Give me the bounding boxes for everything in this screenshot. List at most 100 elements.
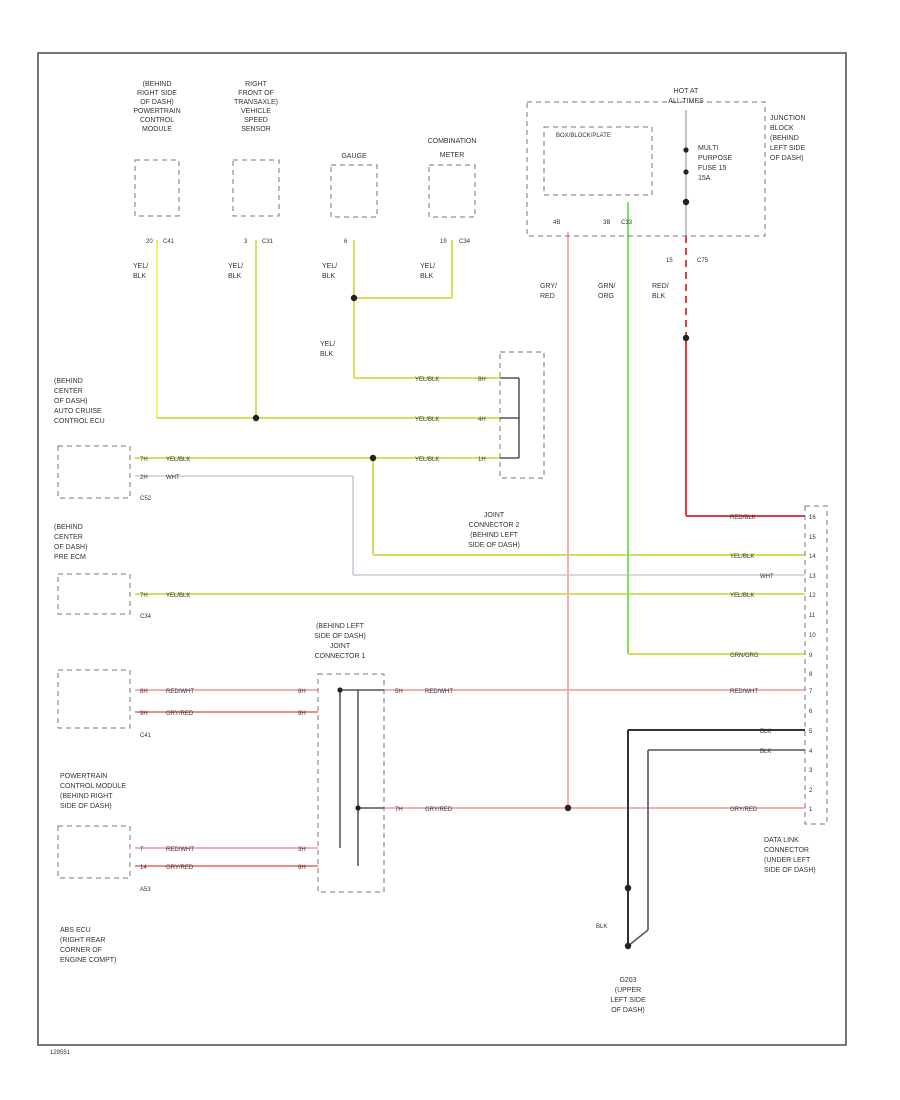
wire-run-label: BLK	[760, 749, 771, 755]
label-line: CENTER	[54, 534, 83, 541]
label-line: CORNER OF	[60, 947, 102, 954]
label-line: G203	[619, 977, 636, 984]
pin-label: 7	[140, 847, 144, 853]
jc2-box	[499, 351, 545, 479]
splice-dot	[564, 804, 572, 812]
pin-label: 8H	[298, 689, 306, 695]
wire-run-label: RED/BLK	[730, 515, 756, 521]
diagram-frame	[37, 52, 847, 1046]
wire-run-label: GRY/RED	[425, 807, 453, 813]
label-line: (BEHIND LEFT	[470, 532, 519, 539]
label-line: (UPPER	[615, 987, 641, 994]
splice-dot	[683, 147, 689, 153]
label-line: SIDE OF DASH)	[60, 803, 112, 810]
label-line: POWERTRAIN	[60, 773, 107, 780]
label-line: ALL TIMES	[668, 98, 704, 105]
svg-text:YEL/BLK: YEL/BLK	[420, 263, 435, 280]
wire-label: YEL/	[322, 263, 337, 270]
dlc-pin: 15	[809, 535, 816, 541]
label-line: VEHICLE	[241, 108, 271, 115]
label-line: RIGHT SIDE	[137, 90, 177, 97]
label-line: OF DASH)	[54, 544, 87, 551]
pin-label: 14	[140, 865, 147, 871]
connector-label: C52	[140, 496, 152, 502]
dlc-pin: 14	[809, 554, 816, 560]
label-line: (RIGHT REAR	[60, 937, 105, 944]
wire-label: GRY/	[540, 283, 557, 290]
dlc-pin: 9	[809, 653, 813, 659]
label-line: CONTROL MODULE	[60, 783, 126, 790]
label-line: FUSE 15	[698, 165, 727, 172]
dlc-box	[804, 505, 828, 825]
splice-dot	[350, 294, 358, 302]
gauge-box	[330, 164, 378, 218]
wire-label: BLK	[322, 273, 336, 280]
label-line: MULTI	[698, 145, 719, 152]
splice-dots	[252, 147, 690, 950]
label-line: (BEHIND	[54, 524, 83, 531]
label-line: OF DASH)	[611, 1007, 644, 1014]
pin-label: 20	[146, 239, 153, 245]
label-line: SIDE OF DASH)	[468, 542, 520, 549]
svg-text:GRY/RED: GRY/RED	[540, 283, 557, 300]
pre-ecm-box	[57, 573, 131, 615]
vss-box	[232, 159, 280, 217]
label-line: METER	[440, 152, 465, 159]
dlc-pin: 3	[809, 768, 813, 774]
dlc-pin: 10	[809, 633, 816, 639]
pin-label: 9H	[298, 865, 306, 871]
pin-label: 8H	[140, 689, 148, 695]
wire-run-label: YEL/BLK	[415, 457, 439, 463]
wire-run-label: GRY/RED	[166, 865, 194, 871]
label-line: SPEED	[244, 117, 268, 124]
label-line: (UNDER LEFT	[764, 857, 811, 864]
pin-label: 1H	[478, 457, 486, 463]
pin-label: 9H	[140, 711, 148, 717]
label-line: JUNCTION	[770, 115, 805, 122]
gauge-component: GAUGE 6 YEL/BLK YEL/BLK	[320, 153, 378, 358]
svg-text:YEL/BLK: YEL/BLK	[133, 263, 148, 280]
connector-label: C33	[621, 220, 633, 226]
wire-label: GRN/	[598, 283, 616, 290]
dlc-pin-labels: 16 15 14 13 12 11 10 9 8 7 6 5 4 3 2 1	[809, 515, 816, 813]
label-line: JOINT	[484, 512, 505, 519]
abs-ecu-component: 7 14 A53 RED/WHT GRY/RED ABS ECU(RIGHT R…	[57, 825, 194, 964]
dlc-pin: 11	[809, 613, 816, 619]
wire-run-label: GRY/RED	[166, 711, 194, 717]
pin-label: 6	[344, 239, 348, 245]
label-line: CONTROL ECU	[54, 418, 105, 425]
pin-label: 3H	[298, 847, 306, 853]
label-line: OF DASH)	[770, 155, 803, 162]
label-line: JOINT	[330, 643, 351, 650]
dlc-pin: 16	[809, 515, 816, 521]
label-line: OF DASH)	[54, 398, 87, 405]
wire-label: BLK	[596, 924, 607, 930]
pin-label: 9H	[298, 711, 306, 717]
dlc-pin: 2	[809, 788, 813, 794]
wire-label: YEL/	[420, 263, 435, 270]
connector-label: C34	[459, 239, 471, 245]
label-line: AUTO CRUISE	[54, 408, 102, 415]
wire-label: BLK	[652, 293, 666, 300]
label-line: PRE ECM	[54, 554, 86, 561]
pin-label: 5H	[395, 689, 403, 695]
connector-label: C34	[140, 614, 152, 620]
wire-run-label: WHT	[760, 574, 774, 580]
label-line: LEFT SIDE	[770, 145, 806, 152]
pin-label: 15	[666, 258, 673, 264]
wire-blk-diag	[627, 929, 649, 947]
splice-dot	[683, 169, 689, 175]
wire-run-label: YEL/BLK	[415, 377, 439, 383]
pin-label: 3	[244, 239, 248, 245]
